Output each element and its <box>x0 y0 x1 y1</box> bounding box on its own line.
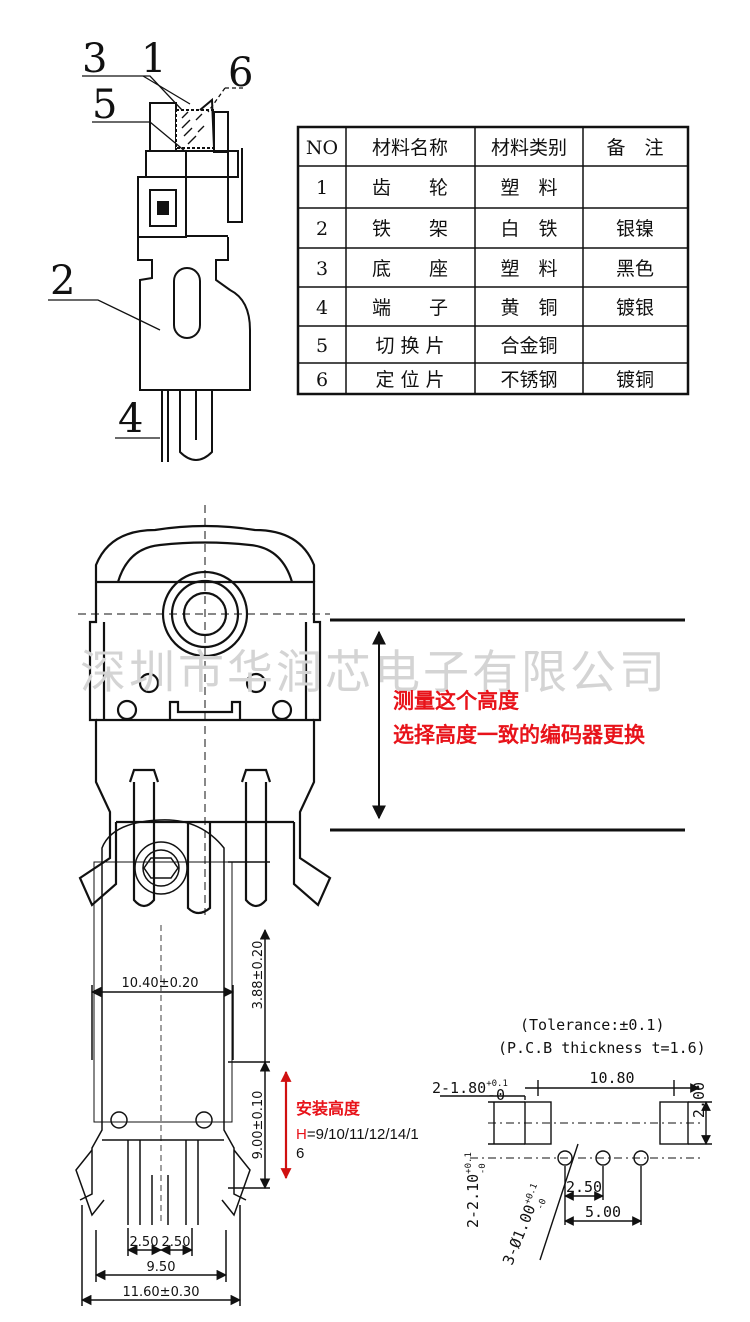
pcb-thickness-note: (P.C.B thickness t=1.6) <box>498 1039 706 1057</box>
measure-note-line2: 选择高度一致的编码器更换 <box>393 723 646 747</box>
table-cell: 底 座 <box>372 258 448 280</box>
table-cell: 5 <box>316 335 328 357</box>
pcb-slot-h-dim: 2-2.10+0.1-0 <box>464 1152 488 1228</box>
table-cell: 切 换 片 <box>375 335 444 357</box>
table-cell: 齿 轮 <box>372 177 448 199</box>
table-header-no: NO <box>306 137 338 159</box>
callout-1: 1 <box>141 36 166 82</box>
dimensioned-view <box>75 819 271 1306</box>
pcb-pitch2-dim: 5.00 <box>585 1203 621 1221</box>
table-cell: 端 子 <box>372 297 448 319</box>
callout-2: 2 <box>50 258 75 304</box>
callout-5: 5 <box>92 82 117 128</box>
dim-height-top: 3.88±0.20 <box>251 941 266 1010</box>
table-cell: 镀铜 <box>616 369 654 391</box>
table-cell: 不锈钢 <box>500 369 557 391</box>
table-cell: 6 <box>316 369 328 391</box>
table-cell: 2 <box>316 218 328 240</box>
table-cell: 4 <box>316 297 328 319</box>
pcb-height-dim: 2.00 <box>690 1082 708 1118</box>
table-cell: 合金铜 <box>500 335 557 357</box>
materials-table: NO 材料名称 材料类别 备 注 1 齿 轮 塑 料 2 铁 架 白 铁 银镍 … <box>296 125 690 396</box>
pcb-pitch-dim: 2.50 <box>566 1178 602 1196</box>
table-cell: 白 铁 <box>500 218 557 240</box>
dim-width-total: 11.60±0.30 <box>122 1285 199 1300</box>
table-cell: 镀银 <box>616 297 654 319</box>
height-marker <box>330 618 685 832</box>
pcb-hole-dim: 3-Ø1.00+0.1-0 <box>499 1182 553 1270</box>
table-cell: 银镍 <box>616 218 654 240</box>
table-cell: 铁 架 <box>372 218 448 240</box>
callout-leaders <box>48 75 246 439</box>
table-cell: 黑色 <box>616 258 654 280</box>
callout-3: 3 <box>82 36 107 82</box>
front-view-diagram <box>78 505 332 915</box>
dim-pitch-b: 2.50 <box>162 1235 191 1250</box>
watermark-text: 深圳市华润芯电子有限公司 <box>80 645 668 699</box>
pcb-slot-tol-minus: -0 <box>487 1086 505 1104</box>
tolerance-note: (Tolerance:±0.1) <box>520 1016 665 1034</box>
callout-6: 6 <box>228 50 253 96</box>
side-view-diagram <box>137 97 251 462</box>
table-cell: 3 <box>316 258 328 280</box>
table-cell: 塑 料 <box>500 258 557 280</box>
table-header-note: 备 注 <box>606 137 663 159</box>
pcb-slot-dim: 2-1.80+0.1 <box>432 1079 508 1097</box>
pcb-layout <box>440 1080 712 1261</box>
install-height-values: H=9/10/11/12/14/1 <box>296 1126 419 1143</box>
measure-note-line1: 测量这个高度 <box>393 689 519 713</box>
table-cell: 定 位 片 <box>375 369 444 391</box>
install-height-title: 安装高度 <box>296 1099 361 1118</box>
table-cell: 塑 料 <box>500 177 557 199</box>
callout-4: 4 <box>118 396 143 442</box>
dim-width-top: 10.40±0.20 <box>121 976 198 991</box>
table-cell: 黄 铜 <box>500 297 557 319</box>
dim-width-pins: 9.50 <box>147 1260 176 1275</box>
dim-pitch-a: 2.50 <box>130 1235 159 1250</box>
table-header-name: 材料名称 <box>372 137 448 159</box>
table-cell: 1 <box>316 177 328 199</box>
pcb-span-dim: 10.80 <box>589 1069 634 1087</box>
install-height-values-2: 6 <box>296 1145 304 1162</box>
table-header-type: 材料类别 <box>491 137 567 159</box>
dim-height-mid: 9.00±0.10 <box>251 1091 266 1160</box>
